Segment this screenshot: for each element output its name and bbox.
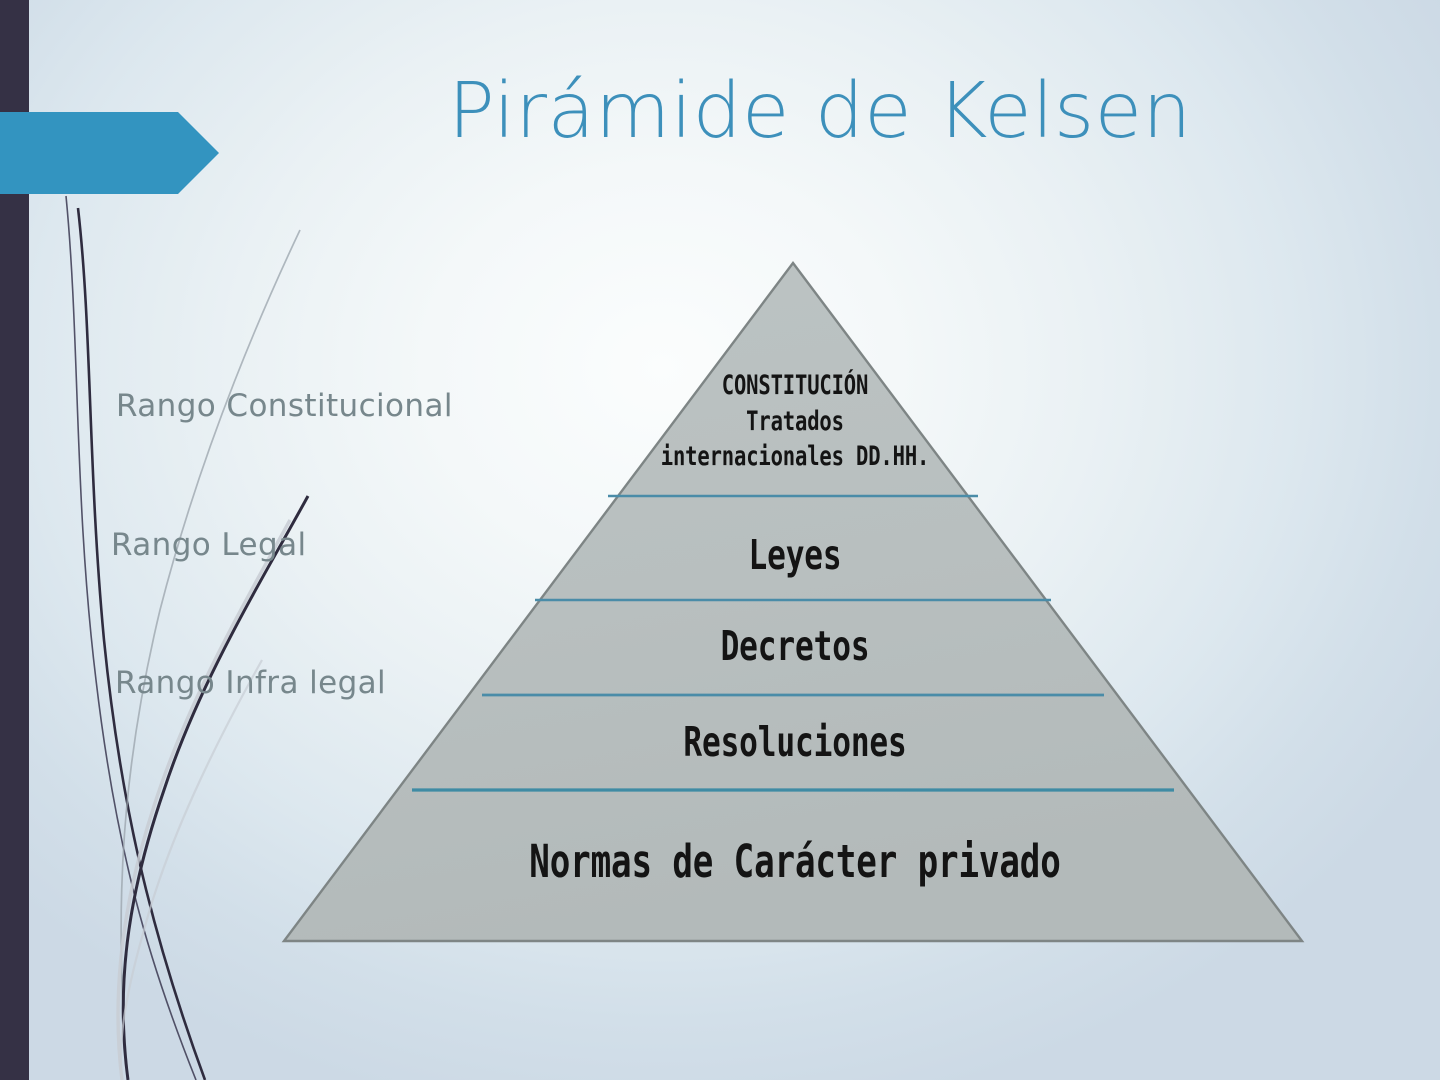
decorative-stems [65, 195, 310, 1080]
rank-label-legal: Rango Legal [111, 527, 307, 563]
pyramid-shape [281, 261, 1305, 943]
blue-arrow-banner[interactable] [0, 112, 220, 194]
kelsen-pyramid: CONSTITUCIÓN Tratados internacionales DD… [270, 250, 1320, 960]
page-title: Pirámide de Kelsen [448, 67, 1192, 156]
rank-label-constitutional: Rango Constitucional [116, 388, 453, 424]
rank-label-infra-legal: Rango Infra legal [115, 665, 387, 701]
